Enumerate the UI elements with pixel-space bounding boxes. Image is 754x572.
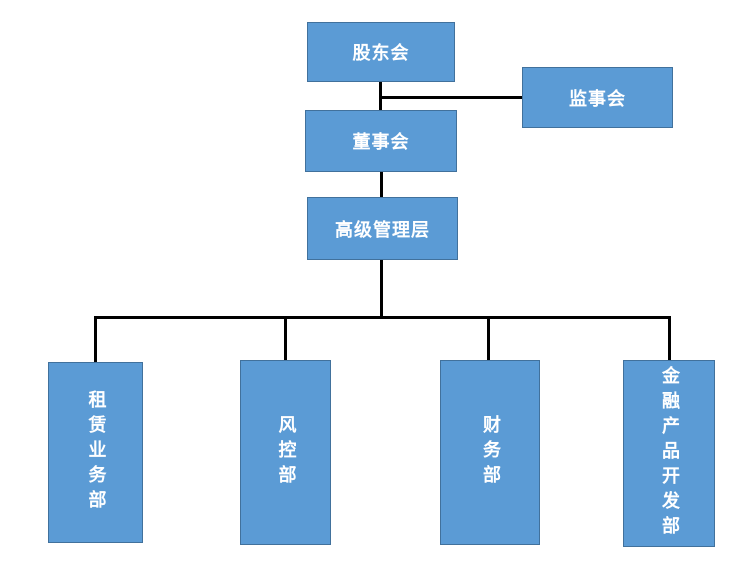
connector-to-supervisory bbox=[379, 96, 524, 99]
connector-senior-to-bus bbox=[380, 260, 383, 317]
connector-drop-product bbox=[668, 316, 671, 360]
connector-horizontal-bus bbox=[94, 316, 671, 319]
node-supervisory-board: 监事会 bbox=[522, 67, 673, 128]
connector-board-senior bbox=[380, 172, 383, 197]
node-shareholders-meeting: 股东会 bbox=[307, 22, 455, 82]
node-dept-leasing-business: 租赁业务部 bbox=[48, 362, 143, 543]
node-senior-management: 高级管理层 bbox=[307, 197, 458, 260]
connector-drop-finance bbox=[487, 316, 490, 360]
node-dept-financial-product-development: 金融产品开发部 bbox=[623, 360, 715, 547]
node-board-of-directors: 董事会 bbox=[305, 110, 457, 172]
node-dept-risk-control: 风控部 bbox=[240, 360, 331, 545]
node-dept-finance: 财务部 bbox=[440, 360, 540, 545]
connector-drop-leasing bbox=[94, 316, 97, 362]
connector-drop-risk bbox=[284, 316, 287, 360]
